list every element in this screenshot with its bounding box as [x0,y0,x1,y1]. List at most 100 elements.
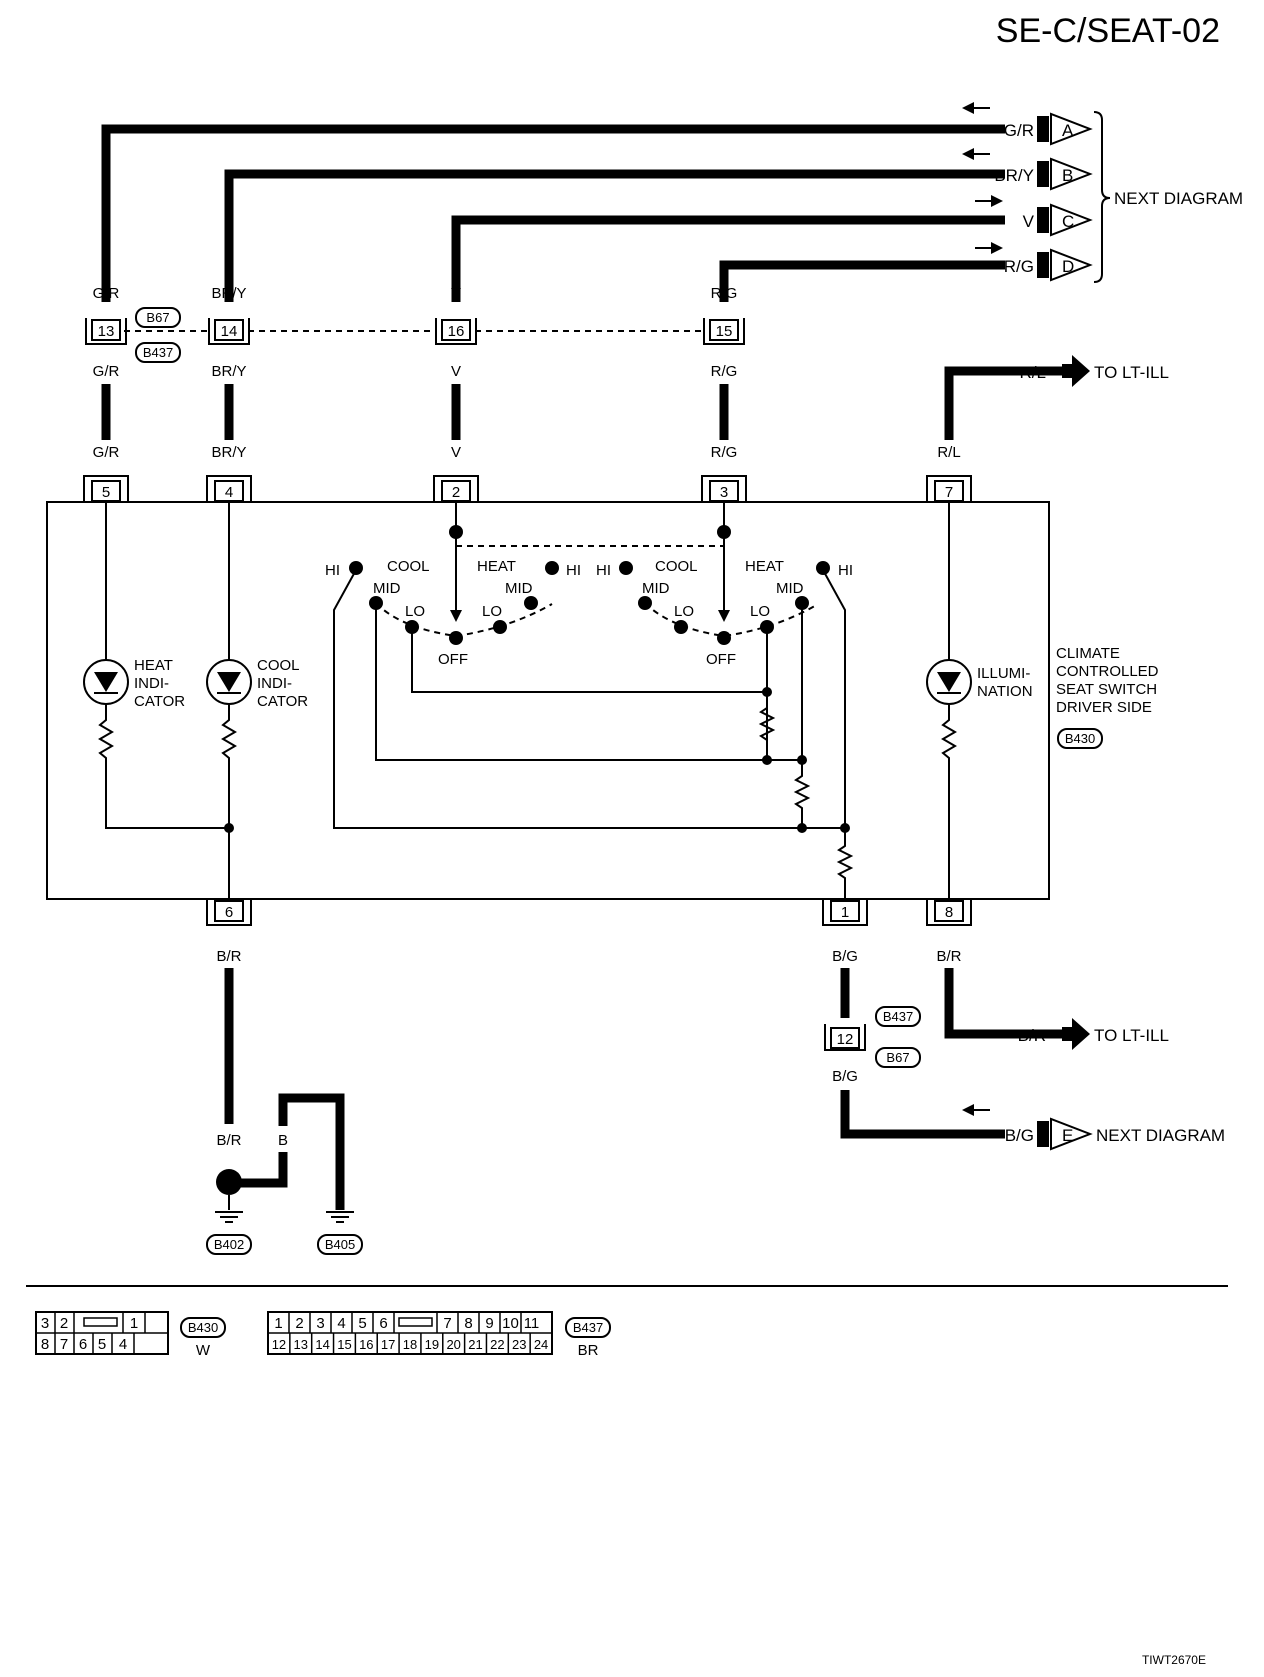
connector-tag-b430: B430 [1057,728,1103,749]
svg-text:2: 2 [60,1315,68,1332]
b437-pin-bottom: 16 [359,1337,373,1352]
svg-text:13: 13 [98,323,115,340]
joint-color-bottom-1: G/R [93,363,120,380]
climate-seat-switch-body [46,501,1050,900]
heat-indicator-label-2: INDI- [134,675,169,692]
switch-pin-7: 7 [926,475,972,502]
wire-b-ground [278,1093,345,1210]
b437-pin-bottom: 13 [294,1337,308,1352]
joint-color-top-3: V [451,285,461,302]
b437-pin-top: 6 [379,1315,387,1332]
connector-tag-b67-bottom: B67 [875,1047,921,1068]
direction-arrows [962,102,1003,1116]
switch-name-1: CLIMATE [1056,645,1120,662]
right-switch-hi2: HI [838,562,853,579]
b437-pin-bottom: 17 [381,1337,395,1352]
b437-pin-bottom: 15 [337,1337,351,1352]
svg-text:3: 3 [41,1315,49,1332]
joint-pin-16: 16 [435,318,477,345]
svg-text:7: 7 [945,484,953,501]
switch-contacts [224,525,850,833]
svg-text:8: 8 [41,1336,49,1353]
wire-b-r-lt-ill [944,968,1062,1039]
b437-pin-bottom: 23 [512,1337,526,1352]
switch-pin-5: 5 [83,475,129,502]
ground-wire-color-left: B/R [216,1132,241,1149]
b437-pin-bottom: 14 [315,1337,329,1352]
figure-code: TIWT2670E [1142,1653,1206,1667]
heat-indicator-label-1: HEAT [134,657,173,674]
cool-indicator-led-icon [206,659,252,705]
cool-indicator-label-1: COOL [257,657,300,674]
left-switch-off: OFF [438,651,468,668]
switch-pin-color-6: B/R [216,948,241,965]
wire-label-c: V [1023,212,1035,231]
svg-text:1: 1 [841,904,849,921]
next-diagram-connector-a: A [1037,112,1093,146]
switch-pin-8: 8 [926,899,972,926]
svg-text:1: 1 [130,1315,138,1332]
b437-pin-top: 10 [502,1315,519,1332]
left-switch-lo: LO [405,603,425,620]
b437-pin-bottom: 20 [446,1337,460,1352]
lt-ill-bottom-arrow [1062,1018,1090,1050]
page-id: SE-C/SEAT-02 [996,12,1220,50]
cool-indicator-label-3: CATOR [257,693,308,710]
svg-text:5: 5 [102,484,110,501]
lt-ill-top-color: R/L [1020,363,1046,382]
switch-pin-2: 2 [433,475,479,502]
svg-text:12: 12 [837,1031,854,1048]
switch-pin-6: 6 [206,899,252,926]
svg-text:4: 4 [225,484,233,501]
wire-label-d: R/G [1004,257,1034,276]
svg-text:C: C [1062,212,1074,231]
joint-color-bottom-3: V [451,363,461,380]
right-switch-lo: LO [674,603,694,620]
wire-g-r-top [101,124,1005,302]
b437-pin-top: 2 [295,1315,303,1332]
wire-label-b: BR/Y [994,166,1034,185]
heat-indicator-led-icon [83,659,129,705]
illumination-label-1: ILLUMI- [977,665,1030,682]
connector-tag-b402: B402 [206,1234,252,1255]
connector-tag-b67-top: B67 [135,307,181,328]
right-switch-hi: HI [596,562,611,579]
svg-text:15: 15 [716,323,733,340]
svg-text:B405: B405 [325,1237,355,1252]
switch-pin-color-8: B/R [936,948,961,965]
ground-symbol-b402-icon [215,1211,243,1223]
b437-color: BR [578,1342,599,1359]
joint-pin-15: 15 [703,318,745,345]
b437-pin-bottom: 12 [272,1337,286,1352]
switch-pin-color-2: V [451,444,461,461]
next-diagram-connector-c: C [1037,203,1093,237]
switch-pin-color-3: R/G [711,444,738,461]
svg-text:7: 7 [60,1336,68,1353]
cool-indicator-label-2: INDI- [257,675,292,692]
next-diagram-connector-e: E [1037,1117,1093,1151]
right-switch-cool: COOL [655,558,698,575]
lt-ill-top-arrow [1062,355,1090,387]
switch-name-3: SEAT SWITCH [1056,681,1157,698]
joint-pin-13: 13 [85,318,127,345]
svg-text:6: 6 [79,1336,87,1353]
svg-text:3: 3 [720,484,728,501]
left-switch-hi: HI [325,562,340,579]
wire-v-top [451,215,1005,302]
svg-text:A: A [1062,121,1074,140]
connector-tag-b437-bottom: B437 [875,1006,921,1027]
left-switch-lo2: LO [482,603,502,620]
svg-text:B67: B67 [146,310,169,325]
connector-tag-b437-top: B437 [135,342,181,363]
svg-text:B437: B437 [883,1009,913,1024]
svg-text:B430: B430 [188,1320,218,1335]
joint-color-bottom-2: BR/Y [211,363,246,380]
svg-text:B437: B437 [143,345,173,360]
joint-bottom-color: B/G [832,1068,858,1085]
wire-r-l-top [944,366,1062,440]
joint-pin-12: 12 [824,1024,866,1051]
switch-pin-1: 1 [822,899,868,926]
next-diagram-connector-b: B [1037,157,1093,191]
